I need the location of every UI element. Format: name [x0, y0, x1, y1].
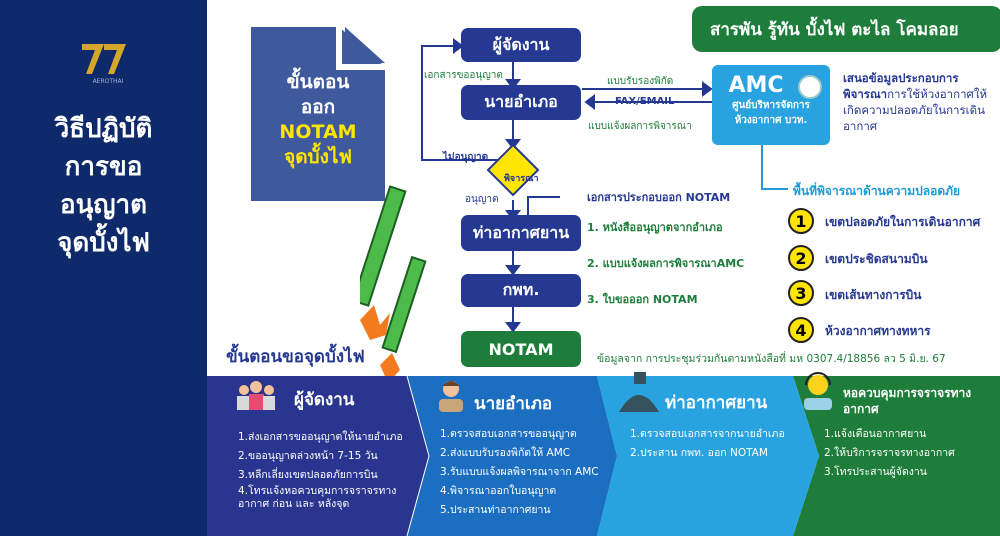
amc-line: ห้วงอากาศ บวท. [734, 115, 808, 126]
aerothai-logo: AEROTHAI [82, 44, 126, 85]
desc-bold: พิจารณา [843, 87, 888, 101]
flow-district: นายอำเภอ [461, 85, 581, 120]
section-bg-atc [793, 376, 1000, 536]
flow-airport: ท่าอากาศยาน [461, 215, 581, 251]
title-line: จุดบั้งไฟ [57, 228, 150, 258]
district-list: 1.ตรวจสอบเอกสารขออนุญาต 2.ส่งแบบรับรองพิ… [440, 425, 620, 520]
zone-number-badge: 2 [788, 245, 814, 271]
list-item: 1.แจ้งเตือนอากาศยาน [824, 428, 927, 440]
zone-label: เขตเส้นทางการบิน [825, 288, 922, 302]
docs-title: เอกสารประกอบออก NOTAM [587, 191, 731, 204]
list-item: 1.ส่งเอกสารขออนุญาตให้นายอำเภอ [238, 431, 403, 443]
request-doc-label: เอกสารขออนุญาต [424, 70, 503, 81]
coord-form-label: แบบรับรองพิกัด [607, 76, 674, 87]
zone-label: ห้วงอากาศทางทหาร [825, 324, 931, 338]
title-line: วิธีปฏิบัติ [54, 114, 153, 144]
zone-label: เขตประชิดสนามบิน [825, 252, 928, 266]
list-item: 2.ประสาน กพท. ออก NOTAM [630, 447, 768, 459]
doc-card-text: ขั้นตอน ออก NOTAM จุดบั้งไฟ [251, 70, 385, 170]
doc-item: 3. ใบขอออก NOTAM [587, 293, 698, 306]
left-title: วิธีปฏิบัติ การขอ อนุญาต จุดบั้งไฟ [0, 110, 207, 262]
title-line: การขอ [64, 152, 143, 182]
list-item: 1.ตรวจสอบเอกสารขออนุญาต [440, 428, 577, 440]
atc-list: 1.แจ้งเตือนอากาศยาน 2.ให้บริการจราจรทางอ… [824, 425, 989, 482]
doc-line: NOTAM [279, 121, 357, 143]
people-icon [232, 380, 280, 410]
banner: สารพัน รู้ทัน บั้งไฟ ตะไล โคมลอย [692, 6, 1000, 52]
left-panel [0, 0, 207, 536]
flow-notam: NOTAM [461, 331, 581, 367]
list-item: 2.ส่งแบบรับรองพิกัดให้ AMC [440, 447, 571, 459]
list-item: 1.ตรวจสอบเอกสารจากนายอำเภอ [630, 428, 785, 440]
flow-organizer: ผู้จัดงาน [461, 28, 581, 62]
doc-item: 1. หนังสืออนุญาตจากอำเภอ [587, 221, 723, 234]
section-title: หอควบคุมการจราจรทางอากาศ [843, 386, 972, 416]
doc-line: จุดบั้งไฟ [284, 146, 352, 168]
steps-band [207, 376, 1000, 536]
section-bg-district [407, 376, 617, 536]
list-item: 3.โทรประสานผู้จัดงาน [824, 466, 927, 478]
list-item: 5.ประสานท่าอากาศยาน [440, 504, 551, 516]
steps-title: ขั้นตอนขอจุดบั้งไฟ [226, 347, 365, 367]
list-item: 4.โทรแจ้งหอควบคุมการจราจรทางอากาศ ก่อน แ… [238, 485, 397, 510]
list-item: 4.พิจารณาออกใบอนุญาต [440, 485, 557, 497]
list-item: 2.ให้บริการจราจรทางอากาศ [824, 447, 955, 459]
zone-number-badge: 3 [788, 280, 814, 306]
list-item: 3.รับแบบแจ้งผลพิจารณาจาก AMC [440, 466, 599, 478]
svg-text:AEROTHAI: AEROTHAI [93, 78, 124, 85]
list-item: 3.หลีกเลี่ยงเขตปลอดภัยการบิน [238, 469, 378, 481]
result-form-label: แบบแจ้งผลการพิจารณา [588, 121, 692, 132]
consider-diamond-label: พิจารณา [504, 174, 539, 184]
document-icon [251, 27, 385, 201]
amc-description: เสนอข้อมูลประกอบการพิจารณาการใช้ห้วงอากา… [843, 70, 998, 134]
desc-bold: เสนอข้อมูลประกอบการ [843, 71, 959, 85]
section-bg-organizer [207, 376, 429, 536]
flow-caat: กพท. [461, 274, 581, 307]
safety-title: พื้นที่พิจารณาด้านความปลอดภัย [793, 184, 961, 198]
doc-line: ขั้นตอน [286, 71, 350, 93]
amc-box: AMC ศูนย์บริหารจัดการ ห้วงอากาศ บวท. [712, 65, 830, 145]
organizer-list: 1.ส่งเอกสารขออนุญาตให้นายอำเภอ 2.ขออนุญา… [238, 428, 413, 511]
source-note: ข้อมูลจาก การประชุมร่วมกันตามหนังสือที่ … [597, 353, 946, 365]
amc-seal-icon [798, 75, 822, 99]
section-bg-airport [597, 376, 819, 536]
fax-email-label: FAX/EMAIL [615, 96, 675, 107]
airport-list: 1.ตรวจสอบเอกสารจากนายอำเภอ 2.ประสาน กพท.… [630, 425, 805, 463]
amc-line: ศูนย์บริหารจัดการ [732, 100, 810, 111]
not-allowed-label: ไม่อนุญาต [443, 152, 489, 163]
section-title: ท่าอากาศยาน [665, 393, 768, 413]
doc-item: 2. แบบแจ้งผลการพิจารณาAMC [587, 257, 745, 270]
allowed-label: อนุญาต [465, 194, 499, 205]
zone-label: เขตปลอดภัยในการเดินอากาศ [825, 215, 981, 229]
doc-line: ออก [300, 96, 336, 118]
section-title: นายอำเภอ [474, 394, 553, 414]
zone-number-badge: 4 [788, 317, 814, 343]
rocket-illustration [360, 185, 427, 383]
amc-title: AMC [728, 73, 784, 98]
title-line: อนุญาต [59, 190, 148, 220]
atc-operator-icon [801, 372, 835, 410]
desc-rest: การใช้ห้วงอากาศให้เกิดความปลอดภัยในการเด… [843, 87, 988, 133]
amc-connector [761, 145, 788, 190]
section-title: ผู้จัดงาน [294, 390, 355, 410]
control-tower-icon [617, 372, 661, 412]
zone-number-badge: 1 [788, 208, 814, 234]
district-officer-icon [436, 378, 466, 412]
list-item: 2.ขออนุญาตล่วงหน้า 7-15 วัน [238, 450, 378, 462]
